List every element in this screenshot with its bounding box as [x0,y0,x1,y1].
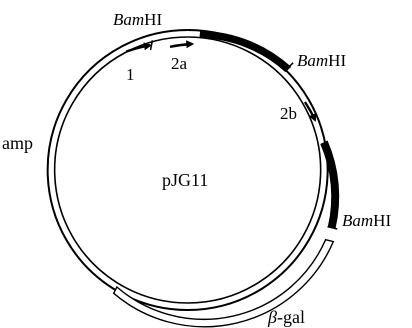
primer-2b-arrow [303,101,317,122]
bamhi-bottom-label: BamHI [342,211,391,230]
plasmid-name: pJG11 [162,170,208,190]
plasmid-outer-circle [46,29,329,311]
amp-label: amp [2,133,33,153]
bamhi-bottom-tick [327,225,338,230]
bamhi-right-label: BamHI [297,51,346,70]
beta-gal-label: β-gal [267,307,305,327]
bamhi-right-tick [284,62,294,72]
primer-2b-label: 2b [280,104,297,123]
primer-2a-label: 2a [171,54,188,73]
primer-1-arrow [125,42,152,53]
insert-segment-lower [320,140,340,229]
primer-2a-arrow [169,40,195,49]
insert-segment-upper [199,30,292,73]
bamhi-top-label: BamHI [113,10,162,29]
plasmid-inner-circle [53,36,322,304]
primer-1-label: 1 [126,65,135,84]
beta-gal-region [112,238,335,328]
